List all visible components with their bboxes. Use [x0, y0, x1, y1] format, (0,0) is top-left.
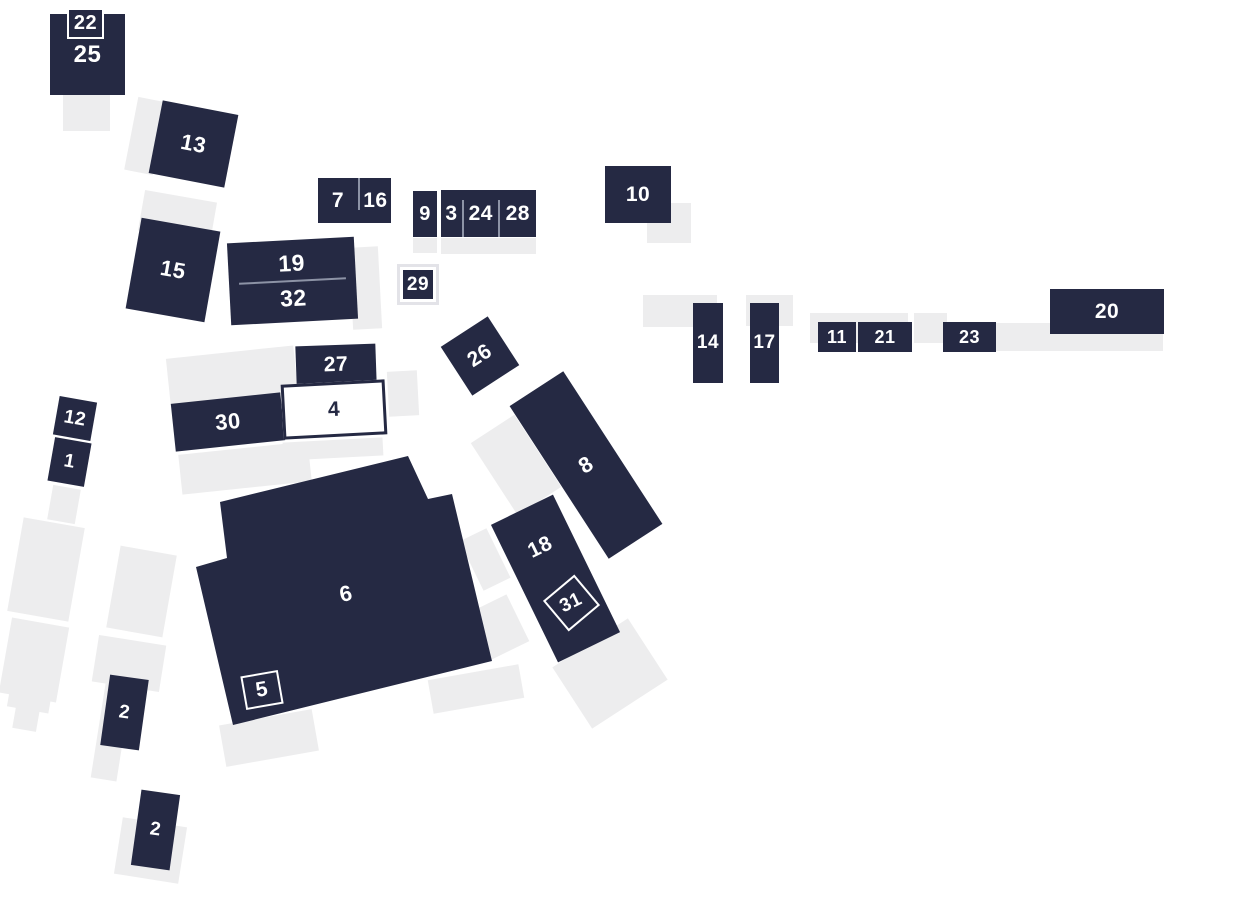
building-12-label: 12	[62, 405, 88, 431]
building-7-16-label: 16	[363, 188, 388, 212]
building-27-label: 27	[323, 352, 349, 376]
building-13-label: 13	[178, 128, 209, 159]
building-21[interactable]: 21	[858, 322, 912, 352]
building-29[interactable]: 29	[400, 267, 436, 302]
building-3-24-28-label: 28	[505, 201, 530, 225]
shadow-shape	[413, 238, 437, 253]
building-19-32-label: 32	[279, 284, 308, 312]
building-3-24-28-label: 24	[468, 201, 493, 225]
building-20-label: 20	[1094, 299, 1120, 323]
shadow-shape	[7, 517, 85, 622]
building-7-16-label: 7	[331, 188, 344, 212]
shadow-shape	[386, 370, 420, 417]
segment-divider	[461, 200, 464, 237]
building-27[interactable]: 27	[295, 343, 377, 386]
building-11[interactable]: 11	[818, 322, 856, 352]
building-23-label: 23	[958, 326, 981, 347]
building-13[interactable]: 13	[148, 100, 239, 188]
building-10[interactable]: 10	[605, 166, 671, 223]
building-4[interactable]: 4	[280, 379, 388, 440]
building-18-label: 18	[524, 531, 557, 563]
building-25-label: 25	[73, 40, 102, 68]
building-23[interactable]: 23	[943, 322, 996, 352]
building-3-24-28-label: 3	[445, 201, 458, 225]
building-14-label: 14	[696, 332, 720, 353]
building-11-label: 11	[826, 326, 848, 347]
building-22-label: 22	[73, 12, 98, 34]
building-22[interactable]: 22	[67, 8, 104, 39]
building-19-32-label: 19	[277, 249, 306, 277]
building-8-label: 8	[573, 450, 598, 479]
segment-divider	[497, 200, 500, 237]
building-30-label: 30	[213, 407, 242, 436]
building-5-label: 5	[253, 677, 270, 702]
shadow-shape	[47, 484, 81, 525]
building-1[interactable]: 1	[47, 437, 92, 487]
building-26[interactable]: 26	[440, 316, 520, 396]
segment-divider	[357, 178, 360, 211]
building-4-label: 4	[327, 397, 341, 421]
shadow-shape	[12, 706, 40, 732]
building-26-label: 26	[463, 339, 497, 372]
shadow-shape	[106, 545, 177, 638]
segment-divider	[238, 277, 347, 285]
building-6-label: 6	[337, 579, 355, 608]
building-2a[interactable]: 2	[100, 674, 149, 751]
building-9[interactable]: 9	[413, 191, 437, 237]
building-7-16[interactable]: 7 16	[318, 178, 391, 223]
building-15[interactable]: 15	[125, 217, 221, 323]
shadow-shape	[914, 313, 947, 343]
building-5[interactable]: 5	[240, 669, 284, 711]
building-3-24-28[interactable]: 3 24 28	[441, 190, 536, 237]
building-2b-label: 2	[148, 818, 163, 841]
building-20[interactable]: 20	[1050, 289, 1164, 334]
building-1-label: 1	[62, 450, 77, 473]
building-21-label: 21	[874, 326, 896, 347]
building-29-label: 29	[406, 273, 430, 295]
building-31-label: 31	[556, 588, 586, 617]
building-2a-label: 2	[117, 700, 132, 724]
building-15-label: 15	[158, 254, 188, 285]
building-10-label: 10	[625, 182, 651, 206]
shadow-shape	[282, 437, 384, 461]
building-17-label: 17	[753, 332, 776, 353]
shadow-shape	[63, 95, 110, 131]
building-12[interactable]: 12	[52, 395, 98, 442]
building-25[interactable]: 25	[50, 14, 125, 95]
building-6[interactable]	[196, 456, 492, 725]
shadow-shape	[441, 238, 536, 254]
building-17[interactable]: 17	[750, 303, 779, 383]
building-9-label: 9	[419, 202, 431, 225]
building-30[interactable]: 30	[170, 392, 286, 452]
building-14[interactable]: 14	[693, 303, 723, 383]
